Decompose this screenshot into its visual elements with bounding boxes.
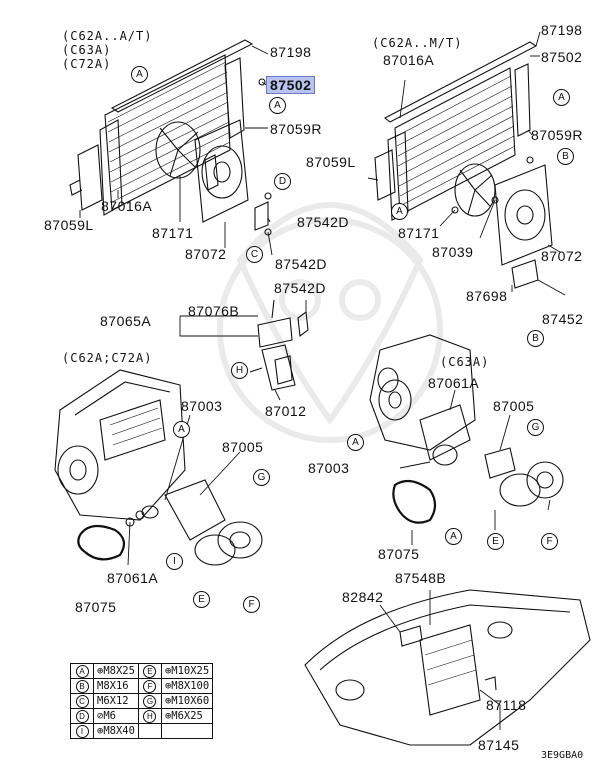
part-label[interactable]: 87059R <box>531 127 584 143</box>
legend-key: A <box>75 664 89 678</box>
legend-key: F <box>143 679 157 693</box>
part-label[interactable]: 87072 <box>541 248 583 264</box>
callout-c: C <box>246 246 263 263</box>
part-label[interactable]: 87452 <box>542 311 584 327</box>
part-label[interactable]: 87072 <box>185 246 227 262</box>
part-label[interactable]: 87076B <box>188 303 240 319</box>
part-label[interactable]: 82842 <box>342 589 384 605</box>
legend-key: C <box>75 694 89 708</box>
part-label[interactable]: 87075 <box>75 599 117 615</box>
part-label[interactable]: 87118 <box>486 697 527 713</box>
legend-value: ⊘M6 <box>93 708 139 724</box>
part-label[interactable]: 87003 <box>308 460 350 476</box>
fastener-legend-table: A ⊕M8X25 E ⊕M10X25 B M8X16 F ⊕M8X100 C M… <box>70 663 214 739</box>
watermark-emblem <box>217 202 443 443</box>
part-label[interactable]: 87542D <box>297 214 350 230</box>
legend-value: M6X12 <box>93 693 139 709</box>
engine-block-right <box>369 334 564 524</box>
callout-a: A <box>269 97 286 114</box>
part-label[interactable]: 87075 <box>378 546 420 562</box>
part-label[interactable]: 87016A <box>101 198 153 214</box>
callout-a: A <box>173 421 190 438</box>
part-label[interactable]: 87059L <box>306 154 356 170</box>
callout-f: F <box>541 533 558 550</box>
header-variant-c63a: (C63A) <box>62 43 112 57</box>
callout-i: I <box>166 553 183 570</box>
callout-a: A <box>131 66 148 83</box>
callout-e: E <box>487 533 504 550</box>
legend-value: ⊕M10X25 <box>160 663 214 679</box>
legend-row: B M8X16 F ⊕M8X100 <box>70 678 214 694</box>
legend-value: ⊕M8X100 <box>160 678 214 694</box>
legend-key: B <box>75 679 89 693</box>
part-label[interactable]: 87542D <box>274 280 327 296</box>
callout-a: A <box>445 528 462 545</box>
part-label[interactable]: 87698 <box>466 288 508 304</box>
legend-value: M8X16 <box>93 678 139 694</box>
header-variant-c72a: (C72A) <box>62 57 112 71</box>
legend-key: D <box>75 709 89 723</box>
callout-h: H <box>231 362 248 379</box>
part-label[interactable]: 87005 <box>493 398 535 414</box>
part-label[interactable]: 87039 <box>432 244 474 260</box>
callout-d: D <box>274 173 291 190</box>
part-label[interactable]: 87171 <box>398 225 440 241</box>
legend-row: C M6X12 G ⊕M10X60 <box>70 693 214 709</box>
dashboard-assembly <box>304 589 591 746</box>
legend-key: E <box>143 664 157 678</box>
part-label[interactable]: 87059R <box>270 121 323 137</box>
condenser-assembly-left <box>69 39 272 236</box>
engine-block-left <box>54 369 263 566</box>
callout-g: G <box>253 469 270 486</box>
callout-e: E <box>193 591 210 608</box>
legend-row: D ⊘M6 H ⊕M6X25 <box>70 708 214 724</box>
legend-value: ⊕M10X60 <box>160 693 214 709</box>
callout-a: A <box>553 89 570 106</box>
header-variant-c62a-c72a: (C62A;C72A) <box>62 351 153 365</box>
part-label[interactable]: 87005 <box>222 439 264 455</box>
diagram-reference-code: 3E9GBA0 <box>541 750 584 761</box>
part-label-highlighted[interactable]: 87502 <box>266 76 316 94</box>
legend-row: A ⊕M8X25 E ⊕M10X25 <box>70 663 214 679</box>
legend-row: I ⊕M8X40 <box>70 723 214 739</box>
part-label[interactable]: 87061A <box>428 375 480 391</box>
part-label[interactable]: 87542D <box>275 256 328 272</box>
part-label[interactable]: 87145 <box>478 737 520 753</box>
part-label[interactable]: 87502 <box>541 49 583 65</box>
callout-a: A <box>347 434 364 451</box>
callout-g: G <box>527 419 544 436</box>
callout-f: F <box>243 596 260 613</box>
part-label[interactable]: 87198 <box>270 44 312 60</box>
callout-b: B <box>527 330 544 347</box>
legend-key: G <box>143 694 157 708</box>
part-label[interactable]: 87065A <box>100 313 152 329</box>
callout-a: A <box>391 203 408 220</box>
callout-b: B <box>557 148 574 165</box>
legend-value: ⊕M6X25 <box>160 708 214 724</box>
part-label[interactable]: 87061A <box>107 570 159 586</box>
part-label[interactable]: 87016A <box>383 52 435 68</box>
part-label[interactable]: 87548B <box>395 570 447 586</box>
part-label[interactable]: 87003 <box>181 398 223 414</box>
condenser-assembly-right <box>374 41 553 289</box>
header-variant-c62a-mt: (C62A..M/T) <box>372 36 463 50</box>
part-label[interactable]: 87198 <box>541 22 583 38</box>
part-label[interactable]: 87059L <box>44 217 94 233</box>
legend-value: ⊕M8X25 <box>93 663 139 679</box>
header-variant-c63a-engine: (C63A) <box>440 355 490 369</box>
header-variant-c62a-at: (C62A..A/T) <box>62 29 153 43</box>
receiver-drier-assembly <box>249 299 309 391</box>
legend-key: I <box>75 724 89 738</box>
part-label[interactable]: 87012 <box>265 403 307 419</box>
legend-value: ⊕M8X40 <box>93 723 139 739</box>
legend-key: H <box>143 709 157 723</box>
part-label[interactable]: 87171 <box>152 225 194 241</box>
